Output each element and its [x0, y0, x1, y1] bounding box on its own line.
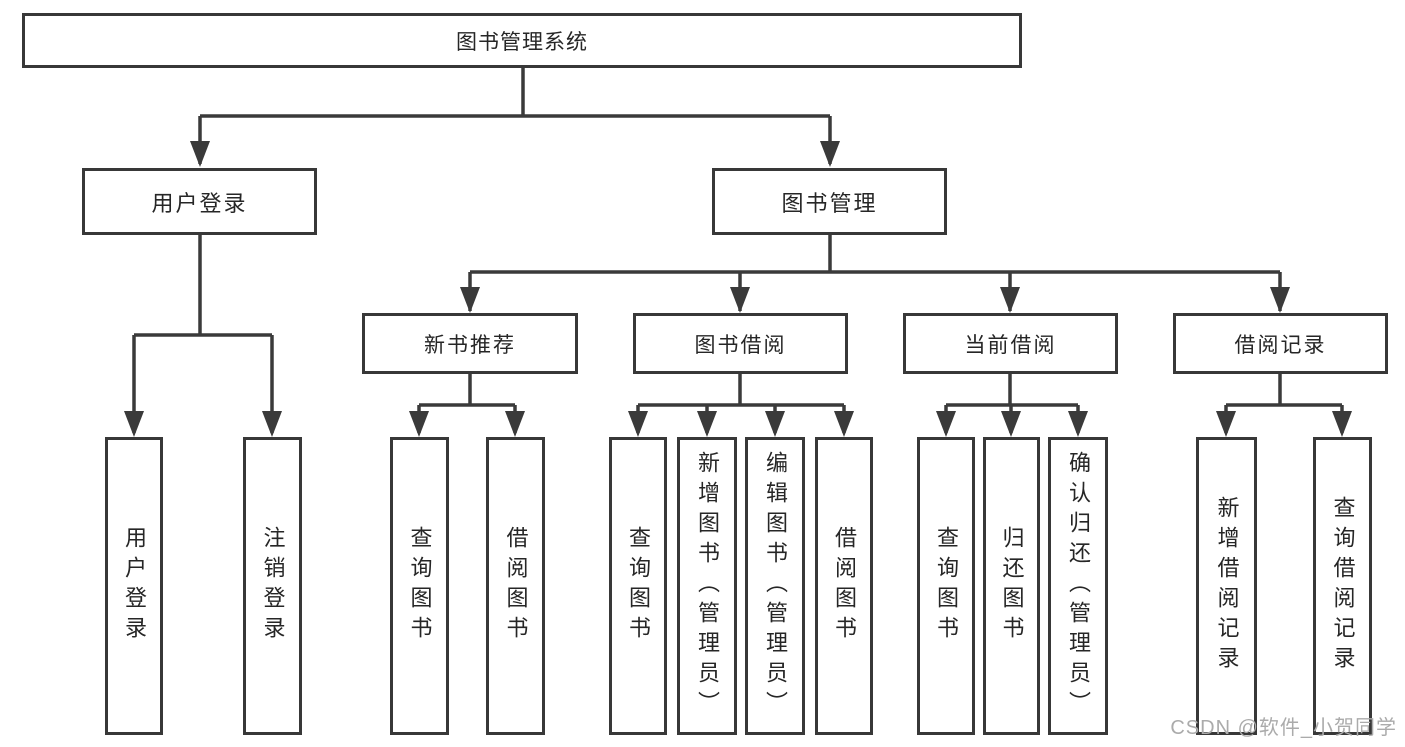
arrowhead-icons: [124, 141, 1352, 437]
root-connector: [198, 68, 832, 164]
leaf-user-login: 用户登录: [105, 437, 163, 735]
leaf-query-books-recommend: 查询图书: [390, 437, 449, 735]
arrow-down-icon: [936, 411, 956, 437]
arrow-down-icon: [730, 287, 750, 313]
leaf-return-books: 归还图书: [983, 437, 1040, 735]
leaf-borrow-books-recommend: 借阅图书: [486, 437, 545, 735]
borrow-record-connector: [1224, 374, 1344, 433]
arrow-down-icon: [409, 411, 429, 437]
arrow-down-icon: [1068, 411, 1088, 437]
arrow-down-icon: [765, 411, 785, 437]
leaf-logout: 注销登录: [243, 437, 302, 735]
node-new-book-recommend: 新书推荐: [362, 313, 578, 374]
node-book-borrow: 图书借阅: [633, 313, 848, 374]
leaf-add-borrow-record: 新增借阅记录: [1196, 437, 1257, 735]
arrow-down-icon: [505, 411, 525, 437]
leaf-query-books-current: 查询图书: [917, 437, 975, 735]
node-book-management: 图书管理: [712, 168, 947, 235]
leaf-borrow-books: 借阅图书: [815, 437, 873, 735]
arrow-down-icon: [1000, 287, 1020, 313]
node-current-borrow: 当前借阅: [903, 313, 1118, 374]
arrow-down-icon: [697, 411, 717, 437]
new-book-connector: [417, 374, 517, 433]
node-library-management-system: 图书管理系统: [22, 13, 1022, 68]
watermark: CSDN @软件_小贺同学: [1170, 717, 1397, 739]
user-login-connector: [132, 235, 274, 433]
book-borrow-connector: [636, 374, 846, 433]
arrow-down-icon: [190, 141, 210, 167]
arrow-down-icon: [1270, 287, 1290, 313]
node-user-login: 用户登录: [82, 168, 317, 235]
arrow-down-icon: [124, 411, 144, 437]
book-management-connector: [468, 235, 1282, 311]
connector-lines: [132, 68, 1344, 433]
arrow-down-icon: [1001, 411, 1021, 437]
leaf-add-book-admin: 新增图书（管理员）: [677, 437, 737, 735]
arrow-down-icon: [628, 411, 648, 437]
arrow-down-icon: [262, 411, 282, 437]
arrow-down-icon: [820, 141, 840, 167]
arrow-down-icon: [834, 411, 854, 437]
arrow-down-icon: [1332, 411, 1352, 437]
leaf-query-borrow-record: 查询借阅记录: [1313, 437, 1372, 735]
arrow-down-icon: [1216, 411, 1236, 437]
leaf-query-books-borrow: 查询图书: [609, 437, 667, 735]
leaf-edit-book-admin: 编辑图书（管理员）: [745, 437, 805, 735]
arrow-down-icon: [460, 287, 480, 313]
node-borrow-records: 借阅记录: [1173, 313, 1388, 374]
leaf-confirm-return-admin: 确认归还（管理员）: [1048, 437, 1108, 735]
